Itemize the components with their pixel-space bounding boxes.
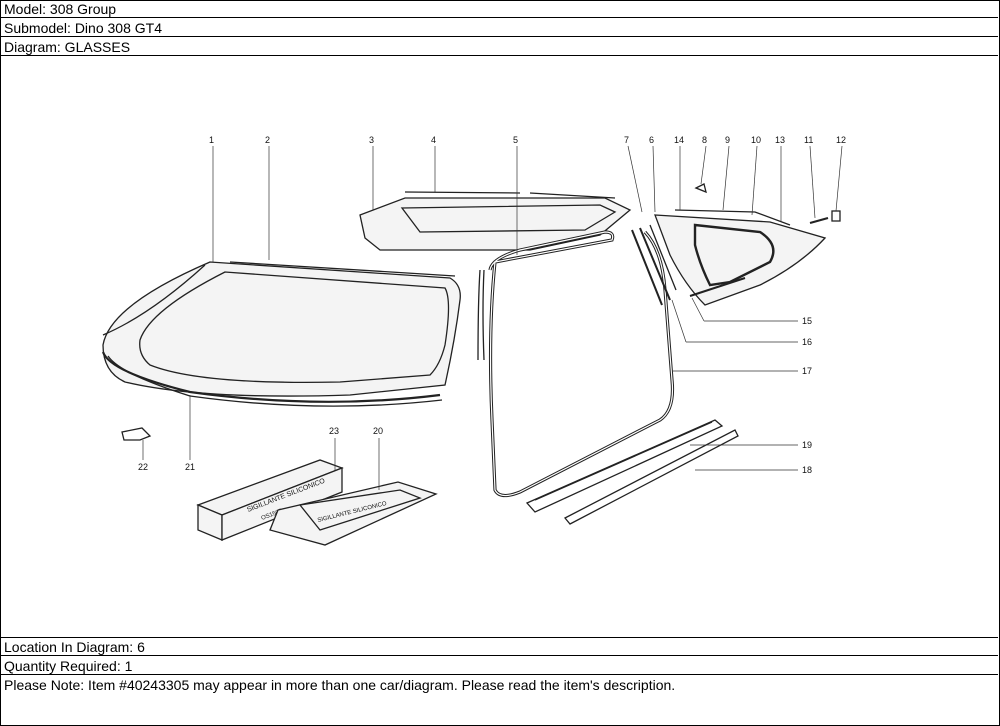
- callout-3: 3: [369, 135, 374, 145]
- callout-5: 5: [513, 135, 518, 145]
- note-line: Please Note: Item #40243305 may appear i…: [4, 677, 676, 693]
- callout-6: 6: [649, 135, 654, 145]
- callout-group: 1 2 3 4 5 7 6 14 8 9 10 13 11: [138, 135, 846, 490]
- location-line: Location In Diagram: 6: [0, 638, 998, 656]
- belt-strip-part[interactable]: [404, 191, 616, 199]
- model-line: Model: 308 Group: [0, 0, 998, 18]
- diagram-title-line: Diagram: GLASSES: [0, 38, 998, 56]
- callout-11: 11: [804, 135, 813, 145]
- sill-rail-18-part[interactable]: [563, 429, 739, 525]
- callout-20: 20: [373, 426, 383, 436]
- channel-strips-part[interactable]: [631, 224, 677, 306]
- callout-8: 8: [702, 135, 707, 145]
- callout-13: 13: [775, 135, 785, 145]
- screw-11-part[interactable]: [809, 216, 829, 225]
- sill-rail-19-part[interactable]: [525, 419, 724, 513]
- callout-18: 18: [802, 465, 812, 475]
- callout-22: 22: [138, 462, 148, 472]
- callout-14: 14: [674, 135, 684, 145]
- callout-16: 16: [802, 337, 812, 347]
- callout-4: 4: [431, 135, 436, 145]
- callout-19: 19: [802, 440, 812, 450]
- callout-21: 21: [185, 462, 195, 472]
- quarter-window-part[interactable]: [654, 209, 827, 306]
- windshield-part[interactable]: [102, 261, 461, 397]
- callout-23: 23: [329, 426, 339, 436]
- quantity-line: Quantity Required: 1: [0, 657, 998, 675]
- callout-15: 15: [802, 316, 812, 326]
- door-glass-part[interactable]: [359, 197, 632, 251]
- callout-2: 2: [265, 135, 270, 145]
- callout-9: 9: [725, 135, 730, 145]
- clip-22-part[interactable]: [121, 427, 152, 441]
- callout-12: 12: [836, 135, 846, 145]
- door-seal-part[interactable]: [477, 230, 675, 498]
- callout-7: 7: [624, 135, 629, 145]
- callout-17: 17: [802, 366, 812, 376]
- bracket-12-part[interactable]: [831, 210, 841, 222]
- submodel-line: Submodel: Dino 308 GT4: [0, 19, 998, 37]
- windshield-lower-trim-part[interactable]: [101, 351, 443, 407]
- callout-10: 10: [751, 135, 761, 145]
- fastener-8-part[interactable]: [694, 183, 707, 194]
- parts-diagram: SIGILLANTE SILICONICO OS1500 SIGILLANTE …: [0, 57, 998, 638]
- glasses-exploded-view: SIGILLANTE SILICONICO OS1500 SIGILLANTE …: [101, 135, 846, 546]
- callout-1: 1: [209, 135, 214, 145]
- sealant-tray-20-part[interactable]: SIGILLANTE SILICONICO: [269, 481, 438, 546]
